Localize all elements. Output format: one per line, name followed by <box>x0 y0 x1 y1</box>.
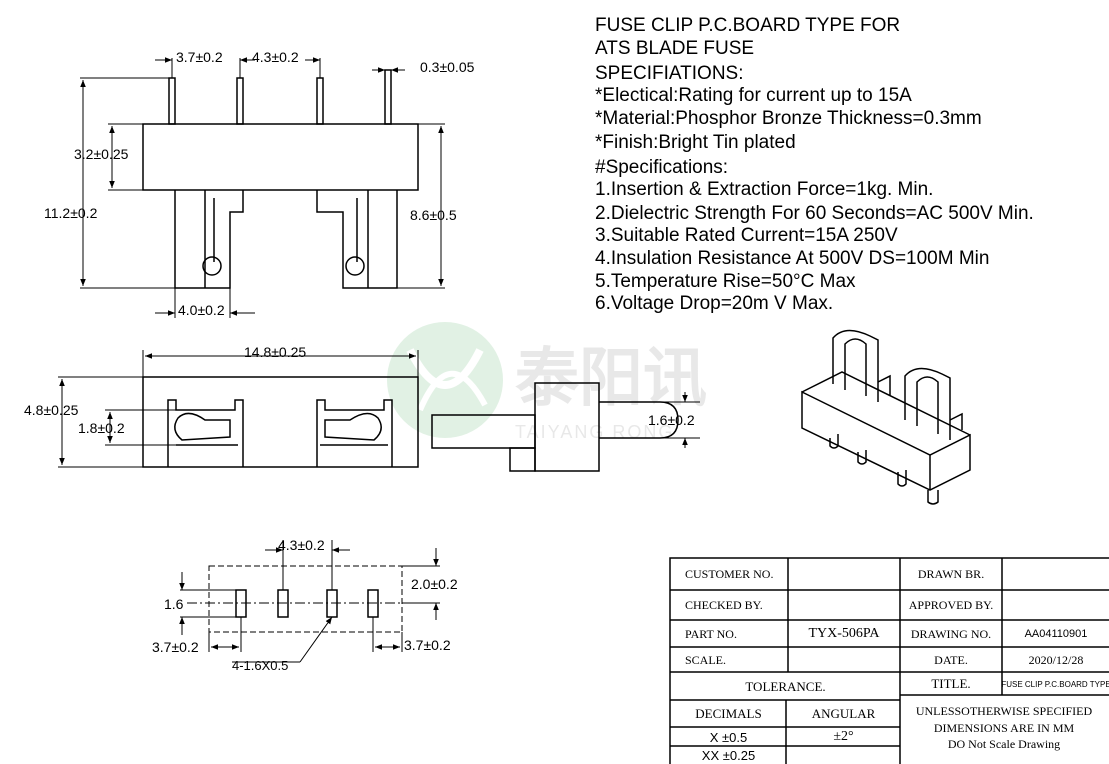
watermark: 泰阳讯 TAIYANG RONG <box>387 322 707 442</box>
date-value: 2020/12/28 <box>1028 652 1084 667</box>
tolerance-label: TOLERANCE. <box>745 678 826 694</box>
angular-value: ±2° <box>833 729 854 744</box>
pcb-layout <box>187 565 403 633</box>
dim-pcb-pitch-left: 3.7±0.2 <box>152 639 199 655</box>
spec-material: *Material:Phosphor Bronze Thickness=0.3m… <box>595 108 982 129</box>
customer-label: CUSTOMER NO. <box>685 567 774 581</box>
customer-value <box>789 559 899 590</box>
side-dimensions <box>660 392 700 448</box>
dim-pitch-b: 4.3±0.2 <box>252 49 299 65</box>
dim-pitch-a: 3.7±0.2 <box>176 49 223 65</box>
spec-finish: *Finish:Bright Tin plated <box>595 132 796 153</box>
spec-item: 4.Insulation Resistance At 500V DS=100M … <box>595 248 990 269</box>
side-view <box>431 382 679 472</box>
dim-pcb-pitch-right: 3.7±0.2 <box>404 637 451 653</box>
spec-item: 2.Dielectric Strength For 60 Seconds=AC … <box>595 203 1034 224</box>
title-line-2: ATS BLADE FUSE <box>595 38 755 59</box>
note-line-3: DO Not Scale Drawing <box>947 737 1061 751</box>
dim-body-height: 3.2±0.25 <box>74 146 129 162</box>
dim-pcb-pitch: 4.3±0.2 <box>278 537 325 553</box>
spec-item: 1.Insertion & Extraction Force=1kg. Min. <box>595 179 934 200</box>
date-label: DATE. <box>934 652 968 667</box>
dim-top-inner: 1.8±0.2 <box>78 420 125 436</box>
pcb-dimensions <box>179 540 440 663</box>
dim-thickness: 0.3±0.05 <box>420 59 475 75</box>
front-view <box>142 69 419 289</box>
scale-value <box>789 648 899 672</box>
xx-tolerance: XX ±0.25 <box>701 748 756 763</box>
spec-subheading: #Specifications: <box>595 157 729 178</box>
drawn-value <box>1003 559 1109 590</box>
note-line-2: DIMENSIONS ARE IN MM <box>933 721 1075 735</box>
dim-pcb-row: 2.0±0.2 <box>411 576 458 592</box>
top-view <box>142 376 419 468</box>
drawing-value: AA04110901 <box>1024 628 1088 640</box>
title-label: TITLE. <box>931 676 971 691</box>
spec-electrical: *Electical:Rating for current up to 15A <box>595 85 912 106</box>
checked-label: CHECKED BY. <box>685 598 763 612</box>
dim-clip-width: 4.0±0.2 <box>178 302 225 318</box>
checked-value <box>789 591 899 620</box>
dim-side-width: 1.6±0.2 <box>648 412 695 428</box>
decimals-label: DECIMALS <box>695 706 762 721</box>
spec-heading: SPECIFIATIONS: <box>595 63 744 84</box>
watermark-name: 泰阳讯 <box>515 342 707 416</box>
title-line-1: FUSE CLIP P.C.BOARD TYPE FOR <box>595 15 901 36</box>
drawing-label: DRAWING NO. <box>910 626 992 641</box>
dim-clip-height: 8.6±0.5 <box>410 207 457 223</box>
x-tolerance: X ±0.5 <box>709 729 748 745</box>
watermark-brand: TAIYANG RONG <box>515 422 674 442</box>
dim-overall-height: 11.2±0.2 <box>44 205 98 221</box>
dim-pcb-holes: 4-1.6X0.5 <box>232 658 288 673</box>
part-label: PART NO. <box>685 626 737 641</box>
top-dimensions <box>58 350 419 468</box>
spec-item: 3.Suitable Rated Current=15A 250V <box>595 225 898 246</box>
dim-top-height: 4.8±0.25 <box>24 402 79 418</box>
watermark-logo-icon <box>387 322 503 438</box>
approved-label: APPROVED BY. <box>908 598 994 612</box>
dim-pcb-slot: 1.6 <box>164 596 184 612</box>
approved-value <box>1003 591 1109 620</box>
title-value: FUSE CLIP P.C.BOARD TYPE <box>1001 679 1109 689</box>
spec-item: 6.Voltage Drop=20m V Max. <box>595 293 834 314</box>
part-value: TYX-506PA <box>808 626 880 641</box>
dim-length: 14.8±0.25 <box>244 344 306 360</box>
angular-label: ANGULAR <box>811 706 876 721</box>
note-line-1: UNLESSOTHERWISE SPECIFIED <box>915 704 1093 718</box>
title-block-grid <box>669 557 1109 764</box>
scale-label: SCALE. <box>685 652 727 667</box>
front-dimensions <box>80 57 445 318</box>
isometric-view <box>801 329 971 505</box>
drawn-label: DRAWN BR. <box>917 567 985 581</box>
spec-item: 5.Temperature Rise=50°C Max <box>595 271 856 292</box>
